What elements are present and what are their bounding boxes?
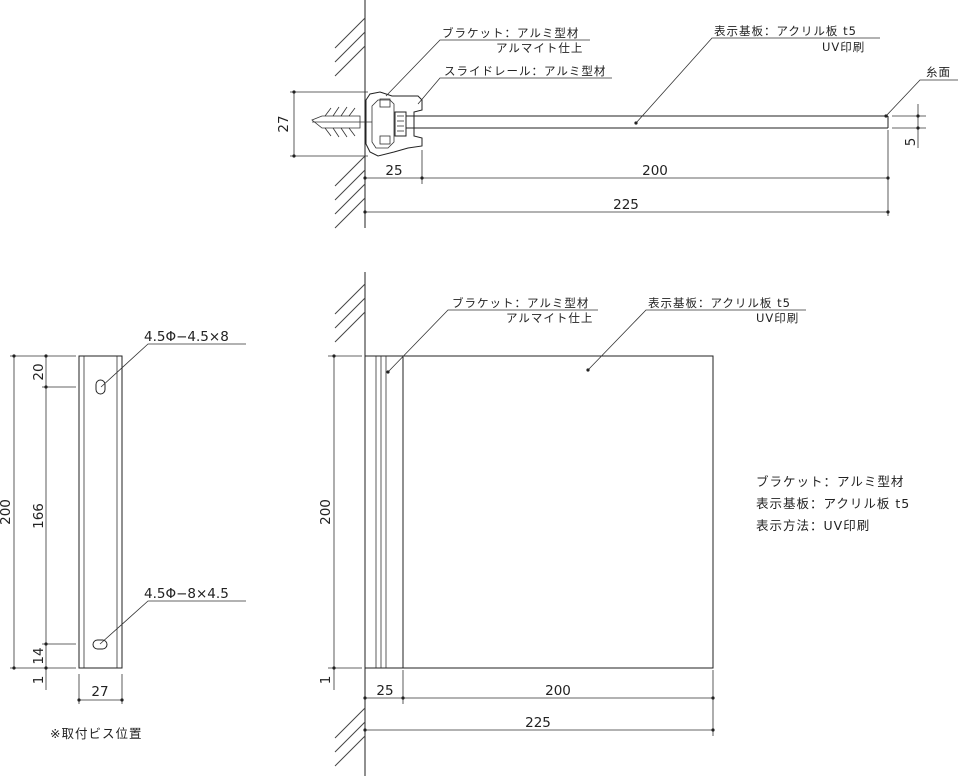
- wall-anchor: [311, 106, 372, 138]
- label-bracket-finish-top: アルマイト仕上: [496, 41, 583, 55]
- dim-text-225-top: 225: [613, 197, 639, 213]
- wall-hatch-front: [334, 283, 366, 767]
- leader-edge: [885, 79, 958, 117]
- dim-text-1-front: 1: [318, 676, 334, 685]
- label-bracket-finish-front: アルマイト仕上: [506, 311, 593, 325]
- bracket-profile: [365, 91, 423, 157]
- leader-bracket-top: [385, 39, 590, 97]
- dim-text-200-side: 200: [0, 499, 14, 525]
- dim-text-27-side: 27: [91, 684, 108, 700]
- leader-rail: [417, 77, 612, 105]
- spec-line-bracket: ブラケット：アルミ型材: [756, 474, 904, 489]
- leader-plate-top: [635, 37, 880, 124]
- dim-text-1-side: 1: [31, 676, 47, 685]
- dim-text-25-front: 25: [376, 683, 393, 699]
- dim-row-top-2: 225: [363, 197, 890, 214]
- dim-text-25-top: 25: [385, 163, 402, 179]
- dim-text-14-side: 14: [31, 647, 47, 664]
- spec-line-method: 表示方法：UV印刷: [756, 518, 870, 533]
- label-rail: スライドレール：アルミ型材: [444, 64, 606, 78]
- footnote-screw: ※取付ビス位置: [50, 726, 142, 741]
- slot-bottom: [92, 639, 108, 650]
- label-plate-top: 表示基板：アクリル板 t5: [714, 24, 857, 38]
- side-view: 4.5Φ−4.5×8 4.5Φ−8×4.5 200 20 166 14 1 27…: [0, 329, 246, 741]
- spec-line-plate: 表示基板：アクリル板 t5: [756, 496, 910, 511]
- front-view: ブラケット：アルミ型材 アルマイト仕上 表示基板：アクリル板 t5 UV印刷 2…: [318, 272, 806, 776]
- label-bracket-front: ブラケット：アルミ型材: [452, 296, 589, 310]
- label-plate-print-top: UV印刷: [822, 40, 865, 54]
- bracket-side: [78, 355, 123, 669]
- dim-depth-27: 27: [276, 90, 368, 158]
- label-plate-print-front: UV印刷: [756, 311, 799, 325]
- dim-text-thickness: 5: [903, 138, 919, 147]
- label-bracket-top: ブラケット：アルミ型材: [442, 26, 579, 40]
- leader-bracket-front: [387, 309, 598, 373]
- label-edge: 糸面: [926, 65, 951, 79]
- dim-text-200-front-v: 200: [318, 499, 334, 525]
- dim-text-depth: 27: [276, 115, 292, 132]
- wall-hatch-top: [334, 17, 366, 229]
- label-hole-bottom: 4.5Φ−8×4.5: [144, 586, 229, 602]
- spec-notes: ブラケット：アルミ型材 表示基板：アクリル板 t5 表示方法：UV印刷: [756, 474, 910, 533]
- leader-hole-bottom: [99, 600, 246, 645]
- dim-text-225-front: 225: [525, 715, 551, 731]
- dim-text-166-side: 166: [31, 503, 47, 529]
- dim-text-200-front: 200: [545, 683, 571, 699]
- leader-hole-top: [100, 343, 246, 388]
- label-hole-top: 4.5Φ−4.5×8: [144, 329, 229, 345]
- top-view: ブラケット：アルミ型材 アルマイト仕上 スライドレール：アルミ型材 表示基板：ア…: [276, 0, 958, 229]
- label-plate-front: 表示基板：アクリル板 t5: [648, 296, 791, 310]
- sign-panel: [364, 355, 714, 669]
- leader-plate-front: [587, 309, 806, 371]
- slot-top: [95, 379, 106, 395]
- dim-thickness-5: 5: [892, 104, 926, 148]
- acrylic-plate-top: [406, 115, 889, 129]
- dim-text-200-top: 200: [642, 163, 668, 179]
- dim-row-top-1: 25 200: [363, 130, 890, 216]
- dim-text-20-side: 20: [31, 363, 47, 380]
